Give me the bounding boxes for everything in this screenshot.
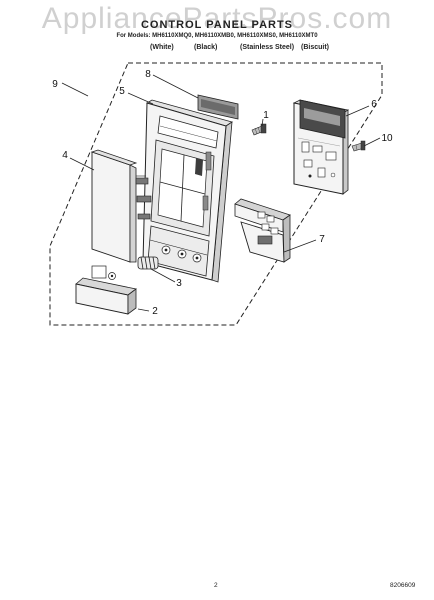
callout-2: 2 xyxy=(152,306,158,317)
callout-8: 8 xyxy=(145,69,151,80)
page-title: CONTROL PANEL PARTS xyxy=(140,19,294,31)
finish-biscuit: (Biscuit) xyxy=(301,44,329,51)
finish-black: (Black) xyxy=(194,44,218,51)
part-5-control-panel xyxy=(142,99,233,283)
leader-lines xyxy=(61,74,381,312)
part-8-decal xyxy=(197,94,239,120)
callout-1: 1 xyxy=(263,110,269,121)
finish-stainless: (Stainless Steel) xyxy=(240,44,295,51)
callout-5: 5 xyxy=(119,86,125,97)
page-number: 2 xyxy=(214,582,218,589)
model-list: For Models: MH6110XMQ0, MH6110XMB0, MH61… xyxy=(116,33,318,39)
part-1-screw xyxy=(251,123,267,136)
part-4-latch-panel xyxy=(90,149,152,263)
document-number: 8206609 xyxy=(390,582,416,589)
callout-6: 6 xyxy=(371,99,377,110)
callout-4: 4 xyxy=(62,150,68,161)
callout-3: 3 xyxy=(176,278,182,289)
part-10-screw xyxy=(351,140,366,152)
part-6-control-board xyxy=(292,99,350,195)
watermark: AppliancePartsPros.com xyxy=(41,2,393,35)
part-3-spring xyxy=(137,256,159,270)
callout-10: 10 xyxy=(381,133,393,144)
part-2-release-button xyxy=(75,265,137,315)
callout-labels: 1 2 3 4 5 6 7 8 9 10 xyxy=(52,69,393,317)
part-7-bracket xyxy=(234,198,291,263)
callout-7: 7 xyxy=(319,234,325,245)
callout-9: 9 xyxy=(52,79,58,90)
finish-white: (White) xyxy=(150,44,174,51)
